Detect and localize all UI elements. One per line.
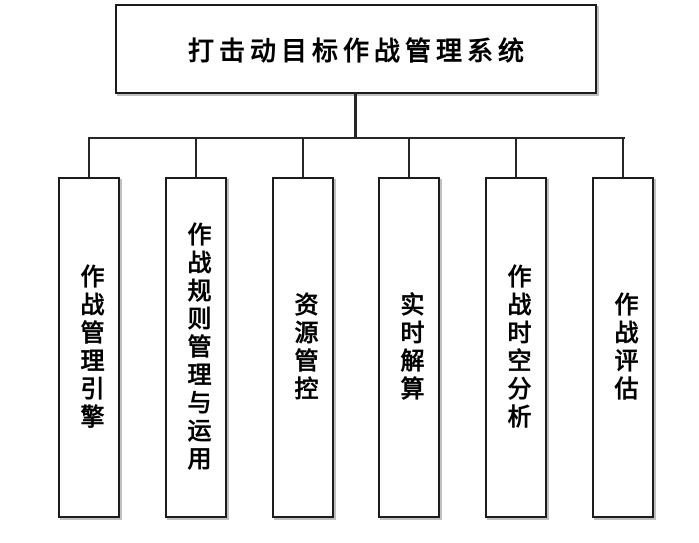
root-node: 打击动目标作战管理系统 [115,4,597,94]
child-node-combat-management-engine: 作战管理引擎 [58,177,120,518]
child-node-label: 作战管理引擎 [76,263,103,432]
child-node-spatiotemporal-analysis: 作战时空分析 [485,177,547,518]
child-node-combat-rules-management: 作战规则管理与运用 [165,177,227,518]
connector-stub-6 [622,138,624,178]
child-node-combat-assessment: 作战评估 [592,177,654,518]
connector-bus [88,137,625,139]
child-node-label: 作战规则管理与运用 [183,221,210,474]
connector-stub-2 [195,138,197,178]
root-node-label: 打击动目标作战管理系统 [187,35,529,66]
child-node-resource-control: 资源管控 [272,177,334,518]
child-node-realtime-calculation: 实时解算 [378,177,440,518]
connector-stub-3 [302,138,304,178]
child-node-label: 资源管控 [290,291,317,404]
child-node-label: 作战时空分析 [503,263,530,432]
connector-stub-5 [515,138,517,178]
child-node-label: 作战评估 [610,291,637,404]
connector-stub-4 [408,138,410,178]
connector-stub-1 [88,138,90,178]
connector-trunk [354,93,357,139]
child-node-label: 实时解算 [396,291,423,404]
